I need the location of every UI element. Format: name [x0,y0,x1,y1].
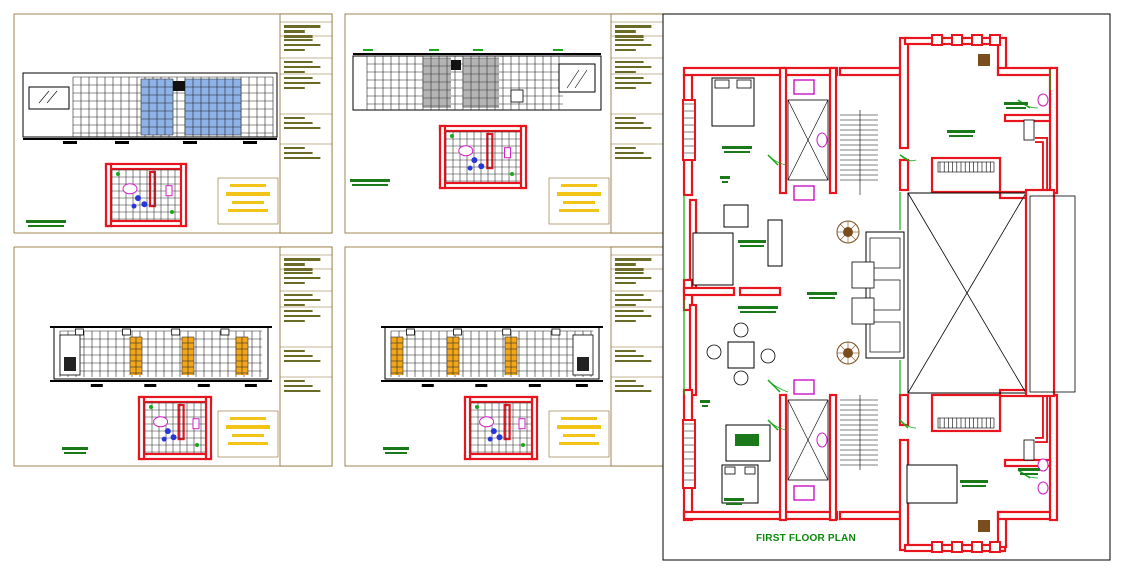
first-floor-plan-title: FIRST FLOOR PLAN [756,533,856,544]
stair-void [907,188,1076,398]
elevation-sheets [13,13,664,467]
first-floor-plan [662,13,1111,561]
plan-walls [682,34,1059,553]
furniture [682,54,1049,532]
elevation-sheet-4 [344,246,664,467]
elevation-sheet-1 [13,13,333,234]
bath-shafts [787,79,829,501]
staircases [840,110,878,470]
room-labels [700,102,1040,505]
elevation-sheet-2 [344,13,664,234]
doors [683,70,1051,479]
elevation-sheet-3 [13,246,333,467]
